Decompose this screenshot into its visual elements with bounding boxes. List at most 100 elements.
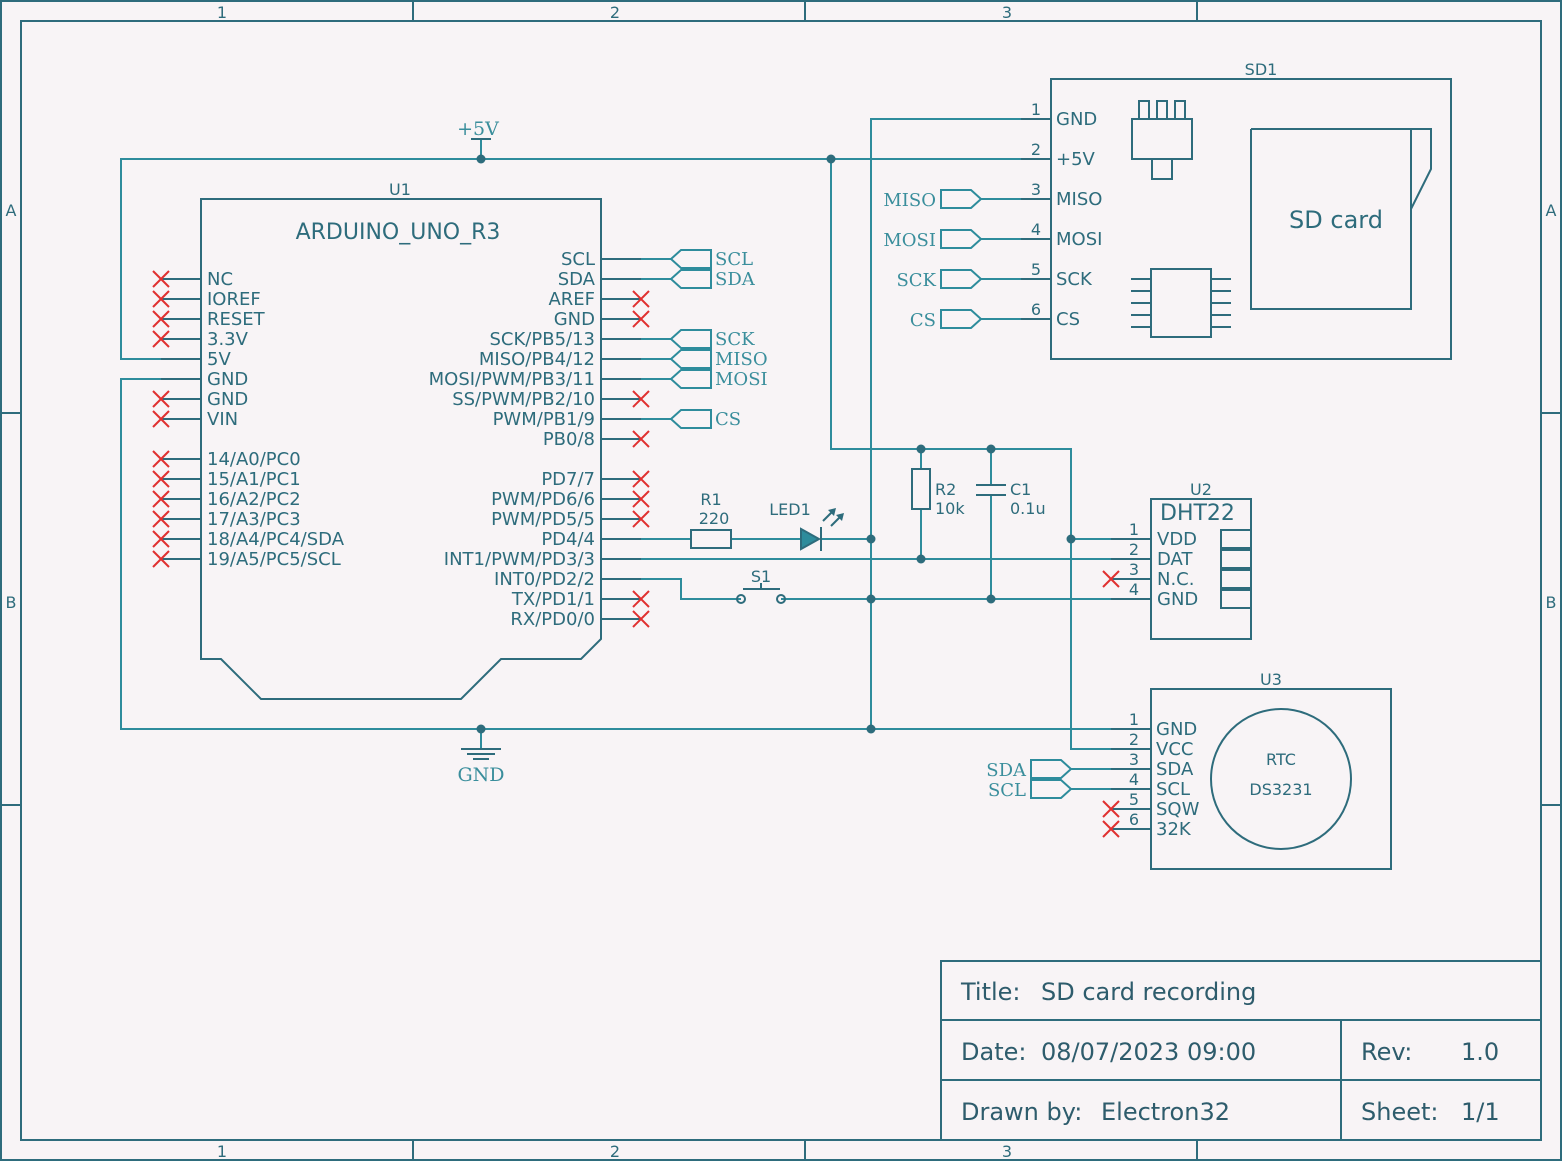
switch-s1: S1 (736, 567, 786, 604)
u2-pin-number: 3 (1129, 560, 1139, 579)
net-label-mosi: MOSI (715, 369, 768, 390)
frame-col-label-bottom-3: 3 (1002, 1142, 1012, 1161)
sd1-pin-number: 2 (1031, 140, 1041, 159)
u1-ref: U1 (389, 180, 411, 199)
u3-pin-number: 5 (1129, 790, 1139, 809)
sd1-pin-gnd: GND (1056, 109, 1097, 130)
no-connect-mark (632, 510, 650, 528)
net-label-scl: SCL (715, 249, 753, 270)
u3-pin-number: 1 (1129, 710, 1139, 729)
u1-pin-pwm-pd5-5: PWM/PD5/5 (491, 509, 595, 530)
rev-value: 1.0 (1461, 1038, 1499, 1066)
u3-pin-scl: SCL (1156, 779, 1190, 800)
led-led1: LED1 (769, 500, 844, 551)
sd-card-icon: SD card (1250, 128, 1432, 310)
sd1-pin-cs: CS (1056, 309, 1080, 330)
sd1-pin-mosi: MOSI (1056, 229, 1102, 250)
no-connect-mark (1102, 800, 1120, 818)
gnd-label: GND (457, 764, 504, 786)
u3-pin-vcc: VCC (1156, 739, 1193, 760)
u1-pin-reset: RESET (207, 309, 266, 330)
date-label: Date: (961, 1038, 1026, 1066)
sd1-pin-number: 4 (1031, 220, 1041, 239)
u1-pin-ioref: IOREF (207, 289, 261, 310)
u1-pin-pd4-4: PD4/4 (541, 529, 595, 550)
u1-pin-gnd: GND (207, 369, 248, 390)
rtc-net-label-scl: SCL (988, 780, 1026, 801)
u1-pin-3-3v: 3.3V (207, 329, 249, 350)
u1-pin-tx-pd1-1: TX/PD1/1 (511, 589, 595, 610)
no-connect-mark (632, 390, 650, 408)
no-connect-mark (152, 310, 170, 328)
u3-pin-32k: 32K (1156, 819, 1192, 840)
u1-pin-18-a4-pc4-sda: 18/A4/PC4/SDA (207, 529, 345, 550)
frame-col-label-bottom-2: 2 (610, 1142, 620, 1161)
u1-pin-ss-pwm-pb2-10: SS/PWM/PB2/10 (452, 389, 595, 410)
sheet-label: Sheet: (1361, 1098, 1438, 1126)
no-connect-mark (632, 590, 650, 608)
no-connect-mark (152, 390, 170, 408)
u1-pin-pwm-pd6-6: PWM/PD6/6 (491, 489, 595, 510)
u1-pin-vin: VIN (207, 409, 238, 430)
no-connect-mark (632, 470, 650, 488)
u1-pin-int0-pd2-2: INT0/PD2/2 (494, 569, 595, 590)
no-connect-mark (632, 490, 650, 508)
u3-pin-number: 3 (1129, 750, 1139, 769)
frame-row-label-right-a: A (1546, 201, 1557, 220)
sd1-net-labels: MISO MOSI SCK CS (883, 189, 983, 331)
u2-pin-dat: DAT (1157, 549, 1193, 570)
u1-pin-scl: SCL (561, 249, 595, 270)
u1-pin-nc: NC (207, 269, 233, 290)
u3-line2: DS3231 (1249, 780, 1312, 799)
u2-pin-vdd: VDD (1157, 529, 1197, 550)
title-label: Title: (960, 978, 1021, 1006)
no-connect-mark (632, 290, 650, 308)
title-block: Title: SD card recording Date: 08/07/202… (940, 960, 1542, 1141)
no-connect-mark (152, 290, 170, 308)
u2-name: DHT22 (1160, 501, 1235, 526)
no-connect-mark (152, 530, 170, 548)
c1-value: 0.1u (1010, 499, 1046, 518)
sd1-pin-number: 6 (1031, 300, 1041, 319)
u3-pin-number: 6 (1129, 810, 1139, 829)
r1-ref: R1 (700, 490, 721, 509)
no-connect-mark (152, 470, 170, 488)
r2-ref: R2 (935, 480, 956, 499)
u1-left-pins: NCIOREFRESET3.3V5VGNDGNDVIN14/A0/PC015/A… (152, 269, 345, 570)
no-connect-mark (152, 410, 170, 428)
sd-net-label-cs: CS (910, 310, 936, 331)
led1-ref: LED1 (769, 500, 811, 519)
c1-ref: C1 (1010, 480, 1031, 499)
u2-pin-n-c: N.C. (1157, 569, 1194, 590)
no-connect-mark (1102, 570, 1120, 588)
rev-label: Rev: (1361, 1038, 1412, 1066)
ic-chip-icon (1131, 268, 1231, 338)
sd1-pin-number: 1 (1031, 100, 1041, 119)
s1-ref: S1 (751, 567, 771, 586)
vcc-power-symbol: +5V (457, 118, 499, 140)
u2-pin-number: 1 (1129, 520, 1139, 539)
u1-net-labels: SCL SDA SCK MISO MOSI CS (669, 249, 768, 430)
u1-pin-int1-pwm-pd3-3: INT1/PWM/PD3/3 (444, 549, 595, 570)
sd1-pin-number: 3 (1031, 180, 1041, 199)
u1-arduino: U1 ARDUINO_UNO_R3 NCIOREFRESET3.3V5VGNDG… (152, 180, 650, 700)
drawn-by-label: Drawn by: (961, 1098, 1082, 1126)
u2-pin-number: 2 (1129, 540, 1139, 559)
net-label-cs: CS (715, 409, 741, 430)
drawn-by-value: Electron32 (1101, 1098, 1230, 1126)
sd-net-label-miso: MISO (883, 190, 936, 211)
u3-pin-number: 2 (1129, 730, 1139, 749)
frame-col-label-bottom-1: 1 (217, 1142, 227, 1161)
u3-pin-sqw: SQW (1156, 799, 1200, 820)
u2-pin-gnd: GND (1157, 589, 1198, 610)
u1-pin-gnd: GND (554, 309, 595, 330)
vcc-label: +5V (457, 118, 499, 140)
frame-col-label-top-3: 3 (1002, 3, 1012, 22)
u1-right-pins: SCLSDAAREFGNDSCK/PB5/13MISO/PB4/12MOSI/P… (429, 249, 650, 630)
junction-dots (476, 154, 1076, 734)
no-connect-mark (152, 270, 170, 288)
